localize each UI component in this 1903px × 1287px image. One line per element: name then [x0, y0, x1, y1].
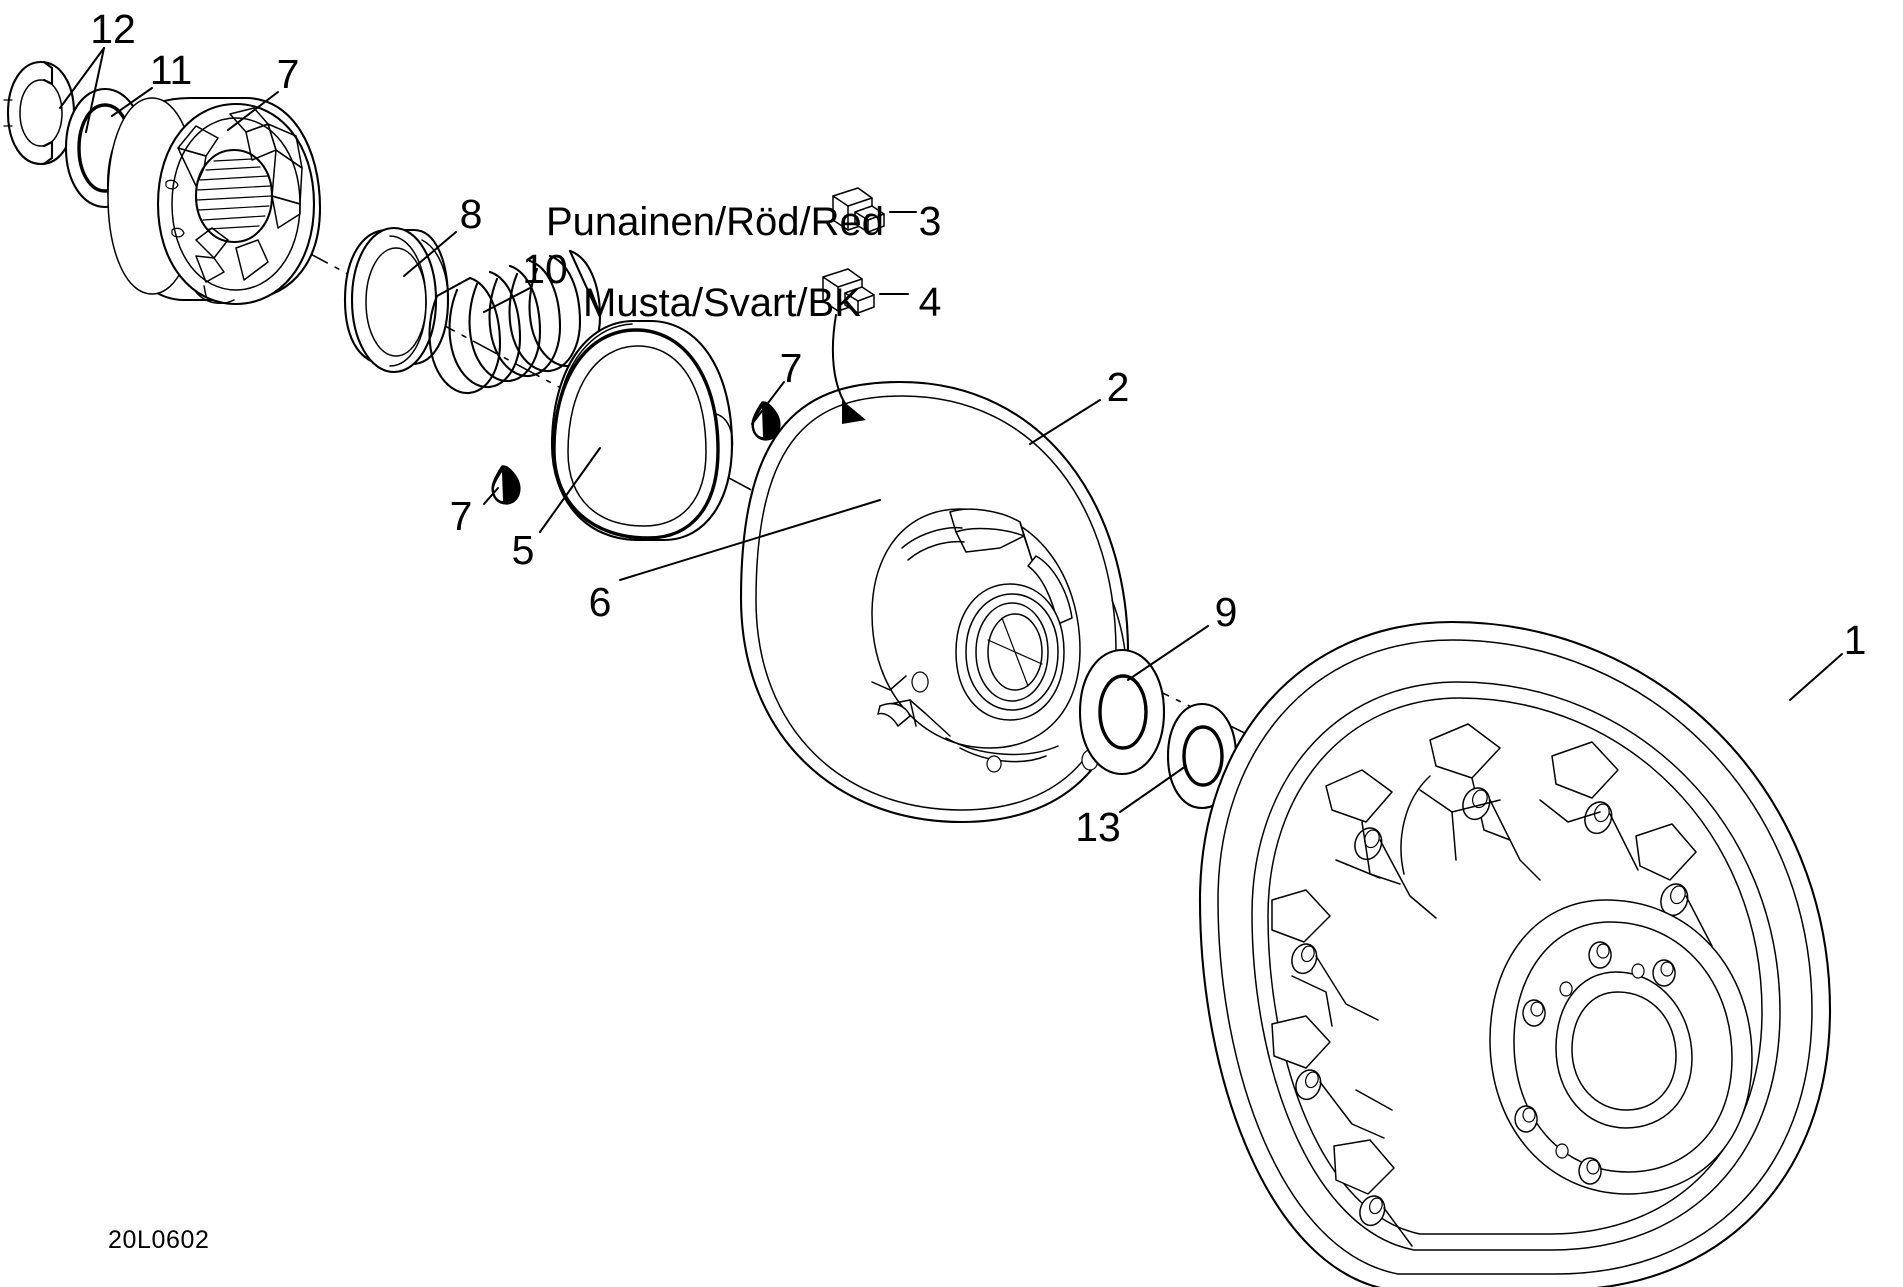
wire-color-labels: Punainen/Röd/Red Musta/Svart/BK: [546, 200, 884, 325]
callout-numbers: 12 11 7 8 10 3 4 7 2 7 5 6 9 1 13: [90, 6, 1866, 850]
callout-7-lower: 7: [450, 493, 473, 539]
callout-2: 2: [1107, 364, 1130, 410]
grease-drop-icon-upper: [751, 401, 781, 441]
callout-3: 3: [919, 198, 942, 244]
callout-12: 11: [150, 47, 193, 93]
leader-lines: [59, 47, 1843, 813]
grease-drop-icon-lower: [491, 465, 521, 505]
wire-label-black: Musta/Svart/BK: [583, 281, 861, 325]
part-10-thrust-washer: [1078, 648, 1166, 776]
part-11-torsion-spring: [428, 249, 602, 395]
electrical-connector-icon-red: [832, 187, 885, 233]
callout-9: 8: [460, 191, 483, 237]
part-9-spring-seat-cup: [343, 226, 450, 374]
callout-13: 12: [90, 6, 136, 52]
part-6-cam-ring: [550, 319, 734, 542]
electrical-connector-icon-black: [822, 268, 875, 314]
callout-1: 1: [1844, 617, 1867, 663]
arrow-icon-black-wire-route: [831, 314, 866, 424]
part-2-moveable-sheave: [739, 380, 1130, 824]
sheave-center-hub: [1489, 899, 1753, 1195]
drawing-code: 20L0602: [108, 1226, 210, 1254]
callout-14: 13: [1075, 804, 1121, 850]
part-1-fixed-sheave: [1198, 620, 1832, 1287]
callout-7-upper: 7: [780, 345, 803, 391]
callout-10: 9: [1215, 589, 1238, 635]
callout-6: 5: [512, 527, 535, 573]
cam-ramp-facets: [177, 107, 303, 283]
part-8-torsion-cam-housing: [106, 96, 322, 306]
wire-label-red: Punainen/Röd/Red: [546, 200, 884, 244]
callout-11: 10: [522, 246, 568, 292]
callout-4: 4: [919, 279, 942, 325]
sheave-spider-arms: [1271, 723, 1713, 1247]
callout-8: 7: [277, 51, 300, 97]
part-13-retaining-ring: [3, 60, 76, 166]
callout-5: 6: [589, 579, 612, 625]
spline-hatching: [196, 158, 272, 230]
sheave-hub: [871, 508, 1099, 773]
